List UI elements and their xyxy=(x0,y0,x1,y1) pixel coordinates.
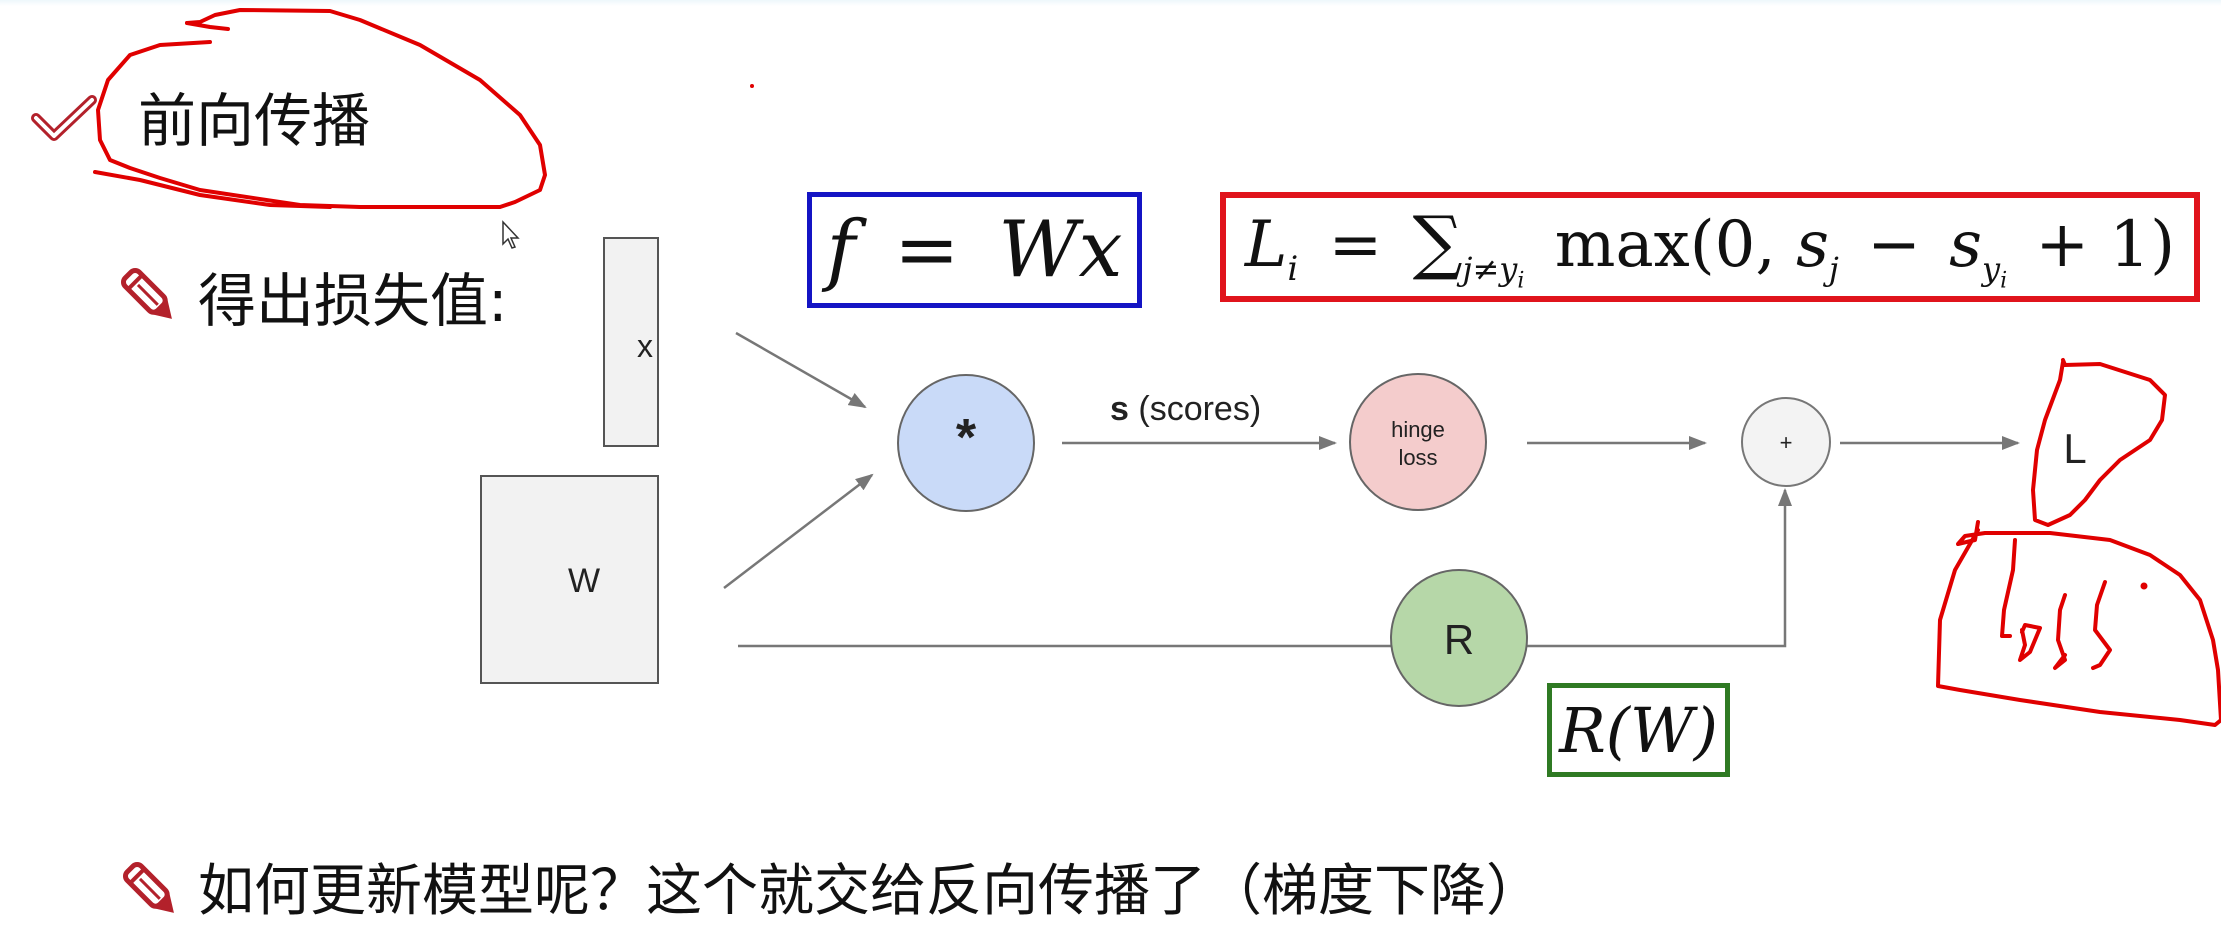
formula-s2: s xyxy=(1949,207,1982,282)
formula-max: max(0, xyxy=(1554,207,1776,282)
formula-minus: − xyxy=(1867,207,1921,282)
mouse-cursor-icon xyxy=(502,220,520,249)
formula-sum: ∑ xyxy=(1412,200,1463,283)
ink-circle-heading xyxy=(96,8,547,209)
node-multiply: * xyxy=(897,374,1035,512)
checkmark-icon xyxy=(31,95,97,141)
formula-f: f xyxy=(826,205,856,295)
formula-s2-sub: y xyxy=(1981,249,2001,288)
regularization-formula-box: R(W) xyxy=(1547,683,1730,777)
node-x-label: x xyxy=(637,328,653,364)
formula-s2-sub-i: i xyxy=(2000,268,2008,294)
formula-eq: = xyxy=(1328,207,1383,282)
formula-s: s xyxy=(1796,207,1829,282)
edge-label-scores-bold: s xyxy=(1110,390,1129,428)
formula-s-sub: j xyxy=(1828,249,1839,288)
ink-arrow-tick xyxy=(185,21,230,31)
formula-L-sub: i xyxy=(1287,248,1299,289)
top-bar xyxy=(0,0,2221,6)
formula-rest: + 1) xyxy=(2035,207,2176,282)
node-L-label: L xyxy=(2063,425,2086,472)
ink-dot xyxy=(2140,582,2148,590)
node-multiply-label: * xyxy=(956,409,977,467)
edge-x-to-mul xyxy=(735,331,867,409)
hinge-loss-formula: Li = ∑j≠yi max(0, sj − syi + 1) xyxy=(1245,201,2175,293)
node-regularization: R xyxy=(1390,569,1528,707)
edge-W-to-R-to-plus xyxy=(738,488,1792,648)
edge-W-to-mul xyxy=(723,473,874,589)
node-W-label: W xyxy=(568,562,600,600)
ink-word-loss xyxy=(2000,538,2112,670)
edge-label-scores-rest: (scores) xyxy=(1129,390,1261,428)
regularization-formula: R(W) xyxy=(1559,693,1718,767)
ink-annotations xyxy=(93,8,2221,727)
node-hinge-label-2: loss xyxy=(1398,445,1437,470)
edge-label-scores: s (scores) xyxy=(1110,390,1261,428)
formula-L: L xyxy=(1244,207,1288,282)
score-formula: f = Wx xyxy=(827,205,1123,295)
formula-sum-sub: j≠y xyxy=(1462,249,1518,288)
heading-forward-propagation: 前向传播 xyxy=(138,87,371,155)
pencil-icon xyxy=(122,861,174,913)
ink-dot-top xyxy=(750,84,754,88)
heading-get-loss: 得出损失值: xyxy=(198,267,508,335)
ink-shape-loss xyxy=(1936,520,2221,727)
footer-question: 如何更新模型呢？这个就交给反向传播了（梯度下降） xyxy=(198,859,1542,924)
score-formula-box: f = Wx xyxy=(807,192,1142,308)
node-W: W xyxy=(480,475,659,684)
pencil-icon xyxy=(120,267,172,319)
node-plus-label: + xyxy=(1780,430,1793,455)
node-hinge-loss: hinge loss xyxy=(1349,373,1487,511)
formula-x: x xyxy=(1078,205,1123,295)
formula-sum-sub-i: i xyxy=(1517,268,1525,294)
node-R-label: R xyxy=(1444,616,1474,663)
ink-circle-heading-tail xyxy=(93,170,332,209)
node-x: x xyxy=(603,237,659,447)
node-hinge-label-1: hinge xyxy=(1391,417,1445,442)
ink-shape-L xyxy=(2031,358,2167,527)
node-plus: + xyxy=(1741,397,1831,487)
hinge-loss-formula-box: Li = ∑j≠yi max(0, sj − syi + 1) xyxy=(1220,192,2200,302)
formula-eq: = xyxy=(894,205,960,295)
formula-W: W xyxy=(998,205,1079,295)
